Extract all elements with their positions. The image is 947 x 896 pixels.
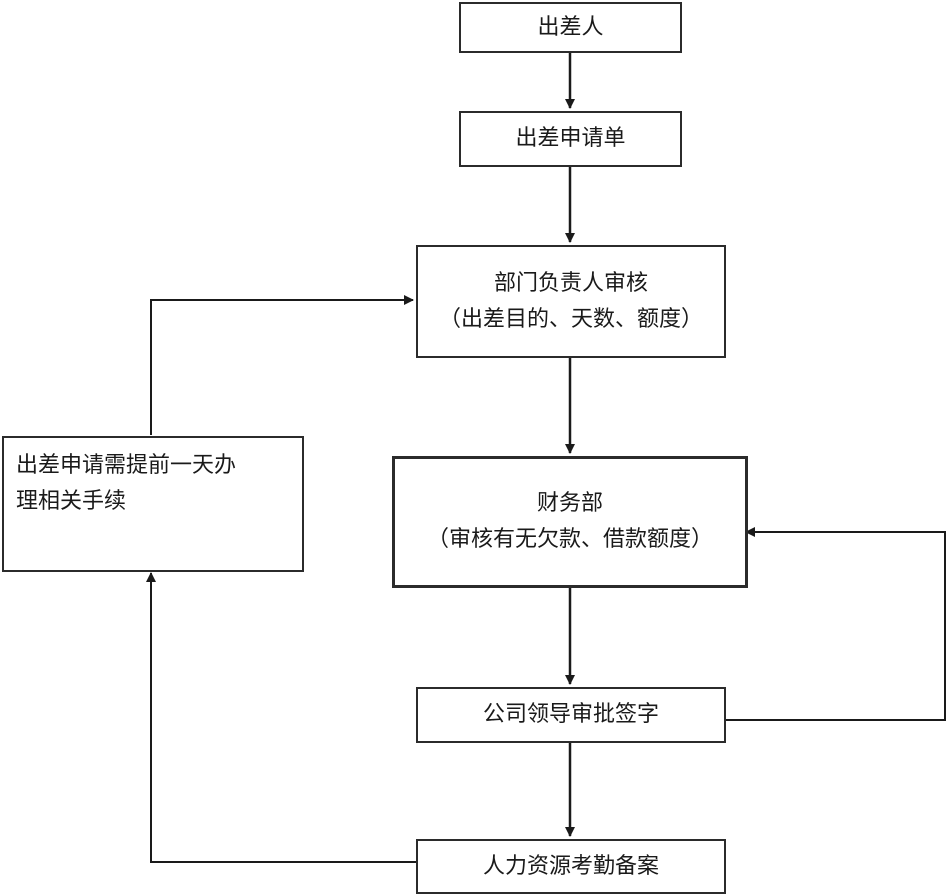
application-form-label: 出差申请单 bbox=[515, 126, 626, 151]
dept-review-detail: （出差目的、天数、额度） bbox=[438, 306, 703, 332]
advance-note-line2: 理相关手续 bbox=[16, 489, 127, 514]
dept-review-title: 部门负责人审核 bbox=[493, 270, 648, 296]
advance-note-box: 出差申请需提前一天办 理相关手续 bbox=[2, 436, 304, 572]
arrow-leader-loop-to-finance bbox=[726, 527, 946, 721]
hr-record-box: 人力资源考勤备案 bbox=[416, 839, 726, 894]
traveler-label: 出差人 bbox=[537, 14, 604, 40]
application-form-box: 出差申请单 bbox=[459, 111, 682, 167]
finance-title: 财务部 bbox=[536, 491, 603, 516]
dept-review-box: 部门负责人审核 （出差目的、天数、额度） bbox=[416, 245, 726, 358]
finance-box: 财务部 （审核有无欠款、借款额度） bbox=[392, 456, 748, 588]
traveler-box: 出差人 bbox=[459, 2, 682, 53]
arrow-hr-to-advance-note bbox=[146, 572, 416, 863]
leader-approval-box: 公司领导审批签字 bbox=[416, 687, 726, 743]
arrow-advance-note-to-dept-review bbox=[150, 295, 414, 435]
hr-record-label: 人力资源考勤备案 bbox=[482, 853, 659, 879]
advance-note-line1: 出差申请需提前一天办 bbox=[16, 453, 237, 478]
finance-detail: （审核有无欠款、借款额度） bbox=[426, 527, 713, 552]
leader-approval-label: 公司领导审批签字 bbox=[482, 702, 659, 727]
